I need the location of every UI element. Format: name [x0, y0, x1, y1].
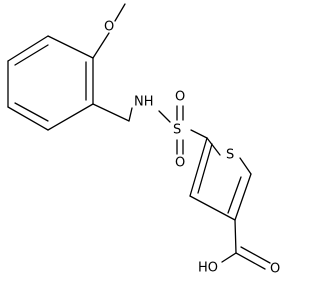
atom-nh: NH [134, 95, 154, 110]
bond-benzene-1 [47, 35, 94, 59]
bond-benzene-inner-2 [14, 102, 49, 122]
atom-sulfonyl-o-top: O [175, 90, 185, 105]
molecule-structure: O NH S O O S O HO [7, 3, 280, 277]
bond-c-oh [221, 252, 237, 263]
bond-benzene-2 [7, 35, 49, 62]
atom-ring-s: S [226, 148, 234, 163]
bond-thiophene-5 [189, 137, 208, 197]
atom-methoxy-o: O [104, 20, 114, 35]
bond-thiophene-3 [234, 173, 252, 221]
bond-thiophene-1 [206, 137, 221, 156]
bond-ring-cooh [234, 219, 237, 254]
atom-labels: O NH S O O S O HO [104, 20, 280, 277]
bond-benzene-4 [7, 106, 49, 131]
bond-thiophene-2 [239, 157, 252, 175]
bond-thiophene-4 [189, 195, 236, 221]
bond-ch2-nh [128, 107, 133, 122]
atom-carboxyl-oh: HO [198, 261, 218, 276]
bond-benzene-5 [47, 103, 94, 131]
bonds [7, 3, 271, 270]
atom-sulfonyl-o-bottom: O [175, 156, 185, 171]
bond-nh-s [158, 110, 171, 123]
bond-s-thiophene [190, 129, 208, 139]
atom-carboxyl-o: O [270, 262, 280, 277]
bond-c-o-b [240, 246, 271, 264]
atom-sulfonyl-s: S [173, 123, 181, 138]
bond-benzene-inner-1 [14, 44, 49, 66]
bond-c-o-a [235, 252, 266, 270]
bond-ring-ch2 [92, 103, 130, 122]
bond-thiophene-inner-2 [197, 143, 213, 194]
bond-thiophene-inner-1 [227, 176, 242, 214]
bond-methyl-o [114, 3, 126, 22]
bond-o-ring [92, 32, 110, 59]
